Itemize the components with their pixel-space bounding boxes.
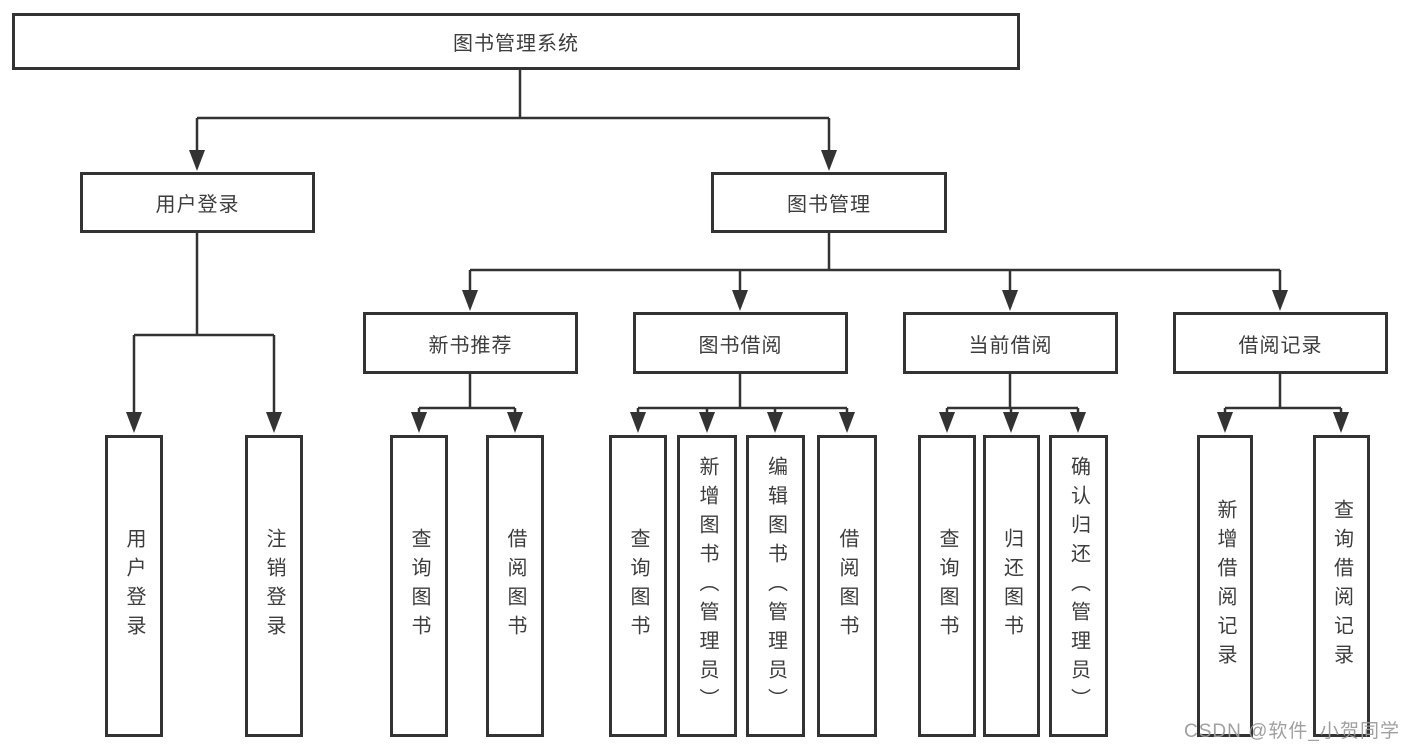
leaf-query-books-borrowing: 查询图书 <box>609 435 667 737</box>
arrow-icon <box>1333 412 1349 433</box>
leaf-add-books-admin: 新增图书（管理员） <box>677 435 737 737</box>
arrow-icon <box>462 290 478 311</box>
leaf-return-books: 归还图书 <box>983 435 1040 737</box>
leaf-user-login: 用户登录 <box>105 435 163 737</box>
arrow-icon <box>126 412 142 433</box>
node-book-borrowing: 图书借阅 <box>633 312 848 374</box>
leaf-confirm-return-admin: 确认归还（管理员） <box>1049 435 1108 737</box>
arrow-icon <box>1070 412 1086 433</box>
leaf-query-borrow-record: 查询借阅记录 <box>1313 435 1370 737</box>
tree-edges <box>132 70 1343 414</box>
node-user-login: 用户登录 <box>80 172 315 233</box>
arrow-icon <box>699 412 715 433</box>
node-book-management: 图书管理 <box>711 172 947 233</box>
arrow-icon <box>189 150 205 171</box>
leaf-borrow-books-recommend: 借阅图书 <box>486 435 544 737</box>
arrow-icon <box>630 412 646 433</box>
arrowheads <box>126 150 1349 433</box>
arrow-icon <box>1272 290 1288 311</box>
node-borrowing-records: 借阅记录 <box>1173 312 1388 374</box>
node-current-borrowing: 当前借阅 <box>903 312 1118 374</box>
arrow-icon <box>821 150 837 171</box>
csdn-watermark: CSDN @软件_小贺同学 <box>1184 721 1400 742</box>
arrow-icon <box>732 290 748 311</box>
node-library-management-system: 图书管理系统 <box>12 13 1020 70</box>
node-new-book-recommendation: 新书推荐 <box>363 312 578 374</box>
arrow-icon <box>507 412 523 433</box>
leaf-query-books-current: 查询图书 <box>918 435 976 737</box>
arrow-icon <box>1217 412 1233 433</box>
arrow-icon <box>939 412 955 433</box>
arrow-icon <box>767 412 783 433</box>
leaf-logout: 注销登录 <box>245 435 303 737</box>
leaf-query-books-recommend: 查询图书 <box>390 435 448 737</box>
leaf-edit-books-admin: 编辑图书（管理员） <box>746 435 805 737</box>
arrow-icon <box>839 412 855 433</box>
arrow-icon <box>1002 290 1018 311</box>
leaf-add-borrow-record: 新增借阅记录 <box>1197 435 1253 737</box>
leaf-borrow-books: 借阅图书 <box>817 435 877 737</box>
arrow-icon <box>1003 412 1019 433</box>
arrow-icon <box>266 412 282 433</box>
arrow-icon <box>411 412 427 433</box>
